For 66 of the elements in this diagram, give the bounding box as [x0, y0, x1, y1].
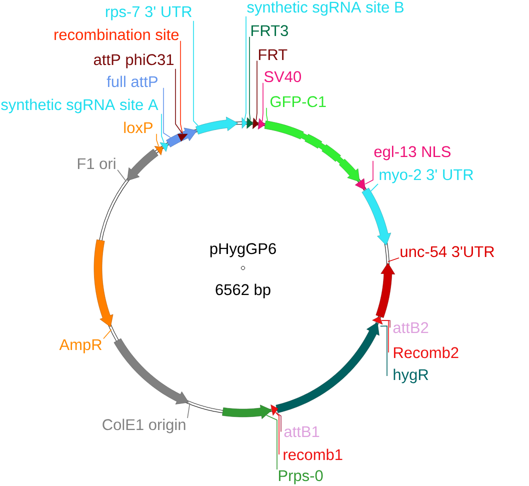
leader-line [249, 36, 251, 120]
feature-label: attB1 [284, 426, 320, 438]
feature-label: attB2 [393, 322, 428, 334]
leader-line [193, 20, 198, 126]
feature-label: recomb1 [284, 448, 342, 460]
feature-arc [114, 338, 189, 404]
feature-arc [372, 316, 383, 325]
feature-label: Recomb2 [394, 346, 458, 358]
leader-line [275, 412, 282, 432]
feature-arc [160, 142, 168, 152]
leader-line [175, 68, 183, 134]
leader-line [262, 82, 264, 122]
leader-line [180, 40, 183, 134]
leader-line [266, 414, 278, 470]
leader-line [103, 329, 112, 340]
feature-arc [154, 146, 164, 156]
feature-label: SV40 [264, 71, 302, 82]
feature-arc [242, 117, 248, 129]
leader-line [380, 326, 388, 376]
feature-label: synthetic sgRNA site B [247, 1, 404, 16]
feature-label: myo-2 3' UTR [380, 169, 474, 184]
leader-line [381, 320, 389, 353]
feature-arc [264, 120, 360, 182]
feature-arc [196, 116, 238, 134]
feature-label: GFP-C1 [270, 96, 326, 108]
feature-label: rps-7 3' UTR [106, 6, 192, 20]
feature-arc [178, 134, 188, 142]
feature-arc [222, 404, 272, 419]
feature-label: ColE1 origin [102, 418, 186, 434]
feature-arc [355, 178, 366, 190]
feature-arc [376, 262, 396, 318]
feature-label: FRT [258, 49, 288, 60]
leader-line [275, 412, 280, 455]
leader-line [163, 87, 171, 138]
leader-line [370, 184, 378, 192]
leader-line [256, 60, 258, 121]
leader-line [187, 402, 190, 418]
leader-line [244, 16, 246, 120]
plasmid-size: 6562 bp [216, 284, 270, 298]
leader-line [388, 257, 400, 262]
feature-label: Prps-0 [278, 470, 323, 484]
feature-label: recombination site [54, 28, 179, 40]
feature-arc [270, 404, 278, 416]
feature-label: unc-54 3'UTR [400, 246, 494, 258]
feature-label: AmpR [59, 339, 102, 354]
feature-label: egl-13 NLS [374, 146, 450, 160]
feature-arc [362, 188, 392, 246]
feature-label: FRT3 [251, 25, 288, 36]
feature-arc [127, 148, 158, 181]
plasmid-name: pHygGP6 [210, 243, 276, 258]
leader-line [266, 107, 268, 122]
feature-label: F1 ori [78, 158, 116, 170]
leader-line [161, 114, 164, 143]
feature-arc [246, 117, 254, 129]
leader-line [117, 169, 127, 182]
feature-label: attP phiC31 [94, 54, 174, 68]
feature-label: synthetic sgRNA site A [1, 98, 158, 114]
feature-arc [258, 118, 266, 130]
leader-line [156, 133, 159, 147]
feature-label: full attP [106, 76, 158, 88]
feature-arc [252, 118, 259, 129]
feature-label: loxP [124, 122, 152, 134]
feature-label: hygR [394, 368, 428, 384]
leader-line [364, 160, 374, 184]
feature-arc [94, 239, 114, 328]
feature-arc [276, 322, 380, 414]
